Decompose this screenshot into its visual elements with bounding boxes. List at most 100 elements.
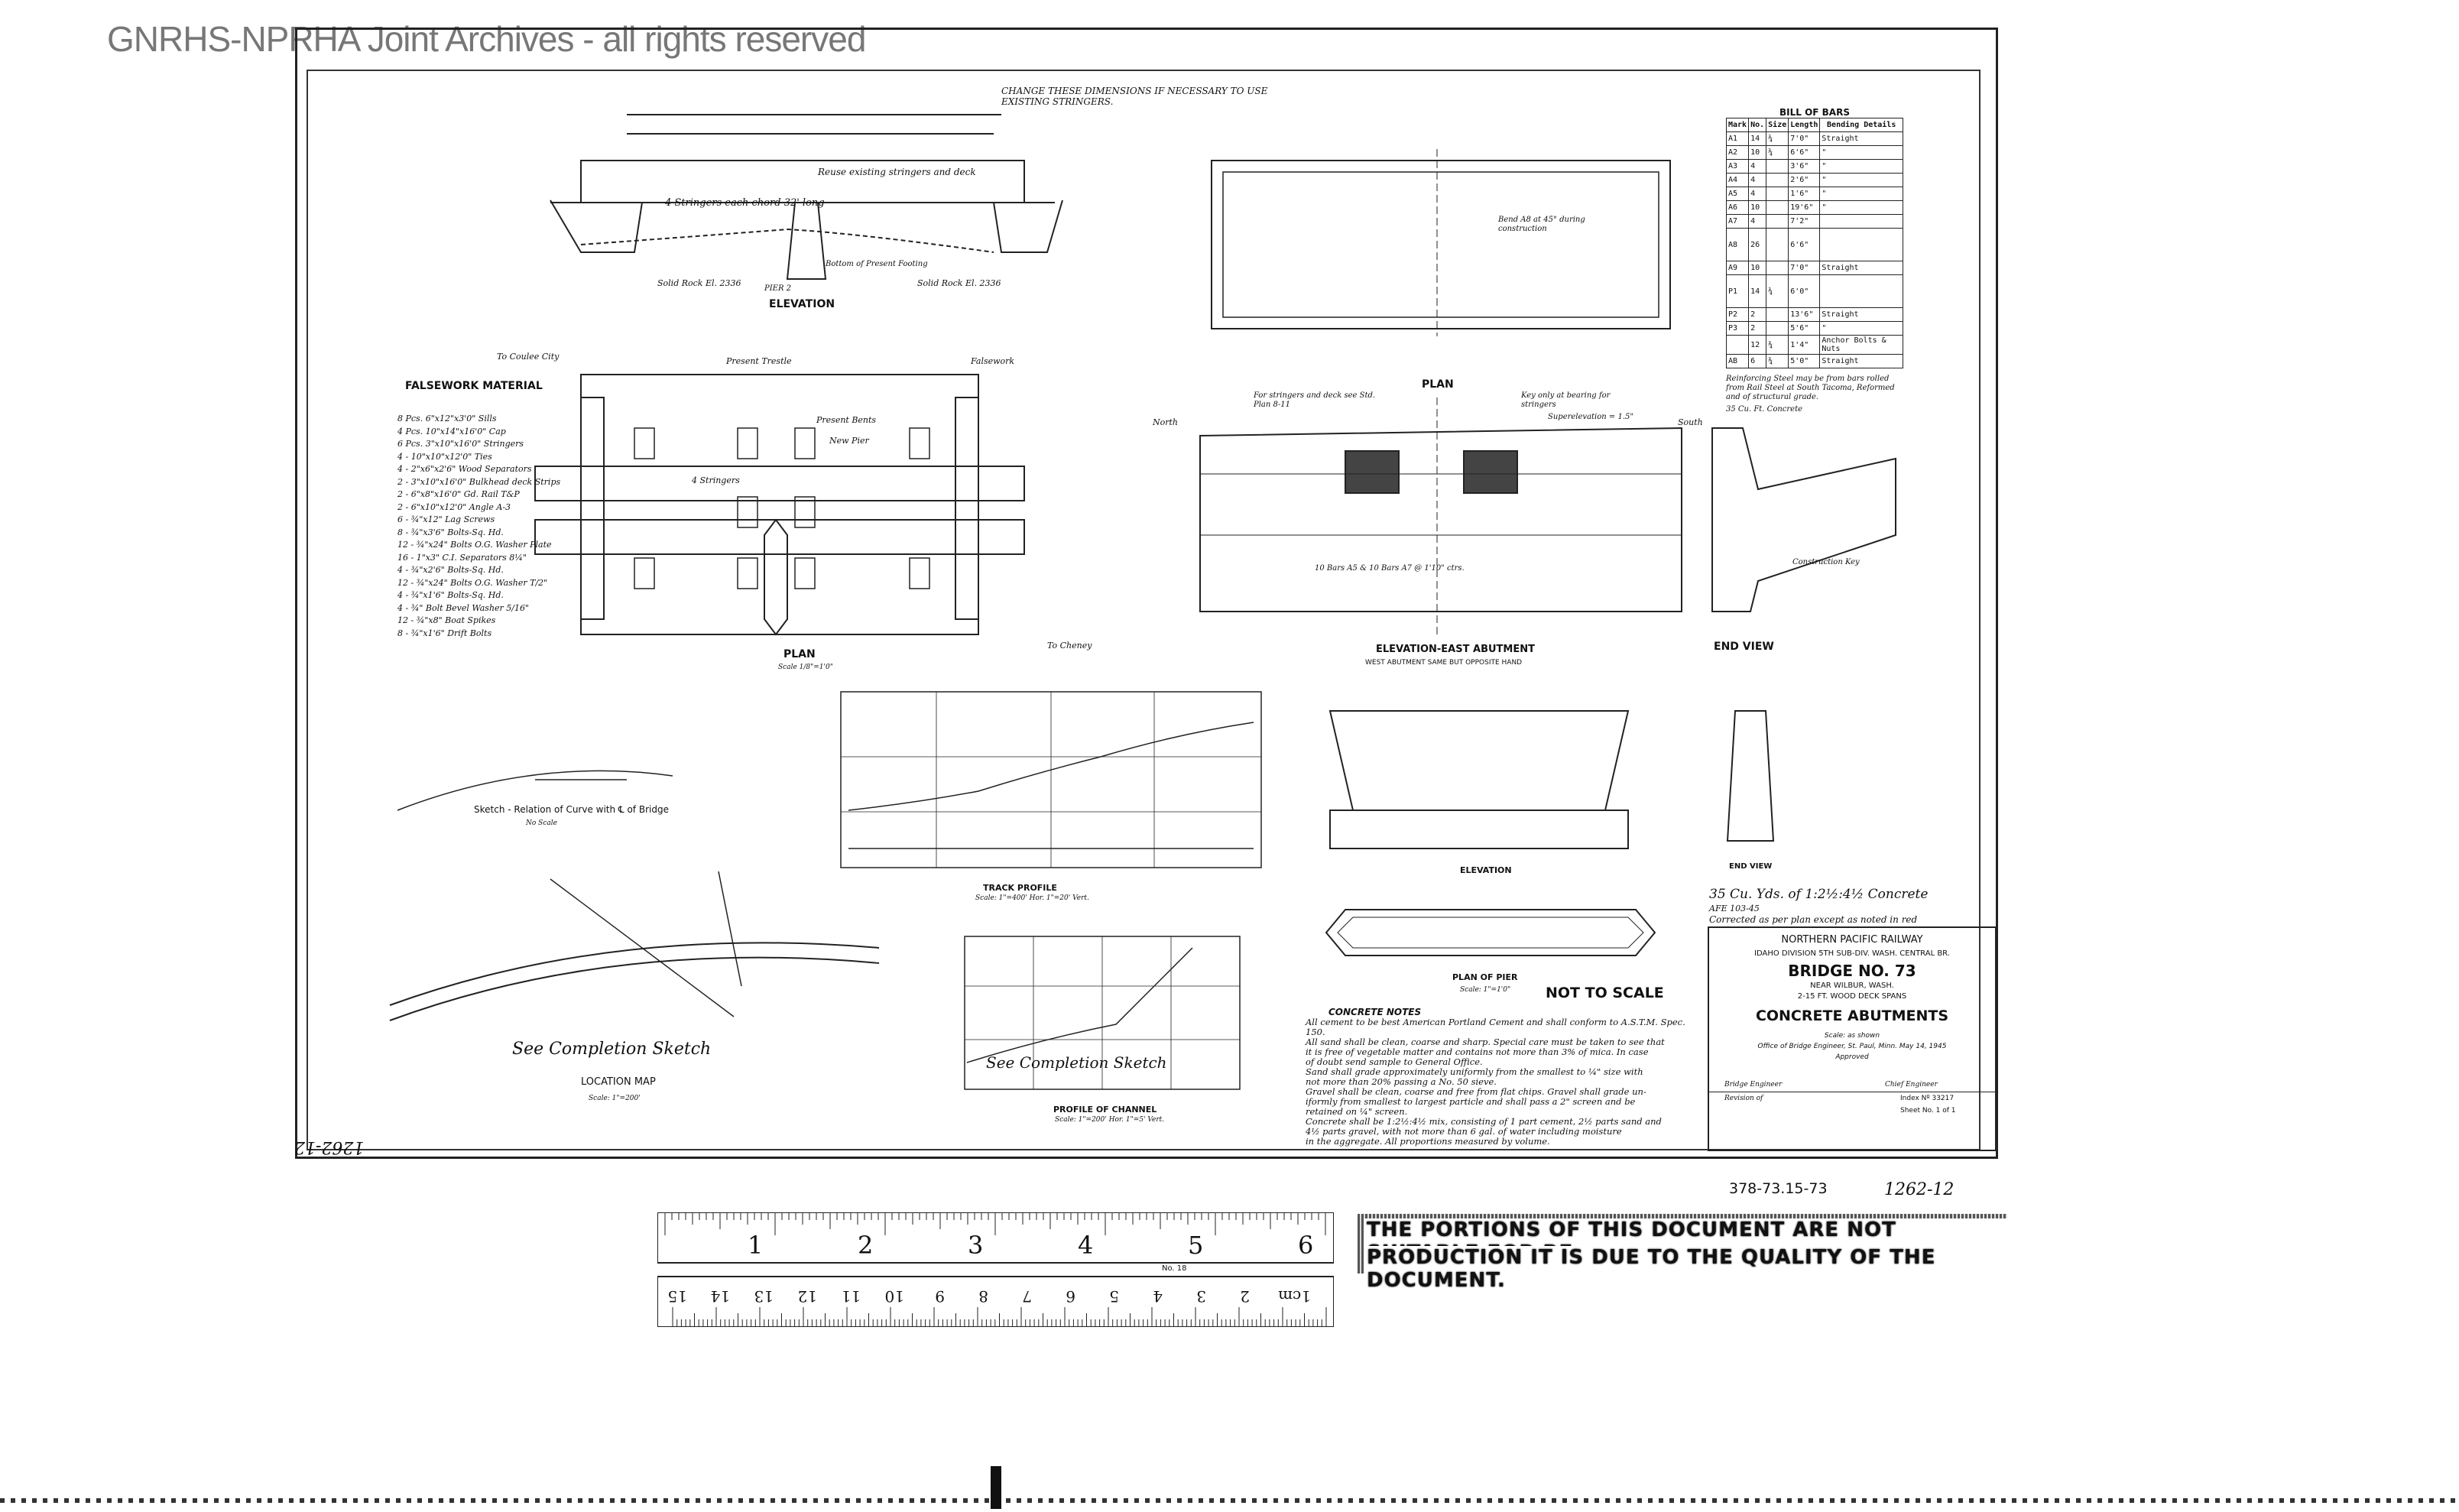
sheet-number: Sheet No. 1 of 1 [1900, 1107, 1956, 1115]
ruler-cm-6: 6 [1066, 1287, 1075, 1306]
bob-cell: 6'6" [1788, 145, 1821, 160]
north-label: North [1153, 417, 1179, 427]
scan-mark [991, 1466, 1001, 1509]
falsework-item: 4 - 2"x6"x2'6" Wood Separators [397, 464, 532, 474]
bob-cell: 2'6" [1788, 173, 1821, 187]
bob-cell: 7'0" [1788, 261, 1821, 275]
bob-cell: 12 [1748, 335, 1767, 355]
bob-cell: 6'6" [1788, 228, 1821, 261]
falsework-item: 2 - 6"x10"x12'0" Angle A-3 [397, 501, 511, 512]
bob-cell: A3 [1725, 159, 1750, 174]
bob-cell: 4 [1748, 187, 1767, 201]
bob-cell: A9 [1725, 261, 1750, 275]
bob-cell: ¾ [1766, 274, 1789, 308]
drawing-sheet [295, 28, 1998, 1159]
solid-rock-note-2: Solid Rock El. 2336 [917, 278, 1001, 288]
bob-cell [1819, 214, 1903, 229]
elevation-pier [786, 202, 827, 280]
bob-cell: 10 [1748, 145, 1767, 160]
note-line: retained on ¼" screen. [1306, 1106, 1408, 1117]
bob-cell [1766, 214, 1789, 229]
new-pier-label: New Pier [829, 436, 869, 446]
division-line: IDAHO DIVISION 5TH SUB-DIV. WASH. CENTRA… [1754, 949, 1950, 958]
bob-cell: A1 [1725, 131, 1750, 146]
approved-label: Approved [1835, 1053, 1869, 1061]
bridge-location: NEAR WILBUR, WASH. [1810, 982, 1894, 990]
change-dims-note: CHANGE THESE DIMENSIONS IF NECESSARY TO … [1001, 86, 1268, 107]
ruler-inch-6: 6 [1298, 1231, 1314, 1260]
location-map-title: LOCATION MAP [581, 1076, 656, 1088]
bob-cell: P2 [1725, 307, 1750, 322]
ruler-cm-3: 3 [1196, 1287, 1206, 1306]
ruler-inch-5: 5 [1188, 1231, 1204, 1260]
note-line: All cement to be best American Portland … [1306, 1017, 1685, 1037]
note-line: Concrete shall be 1:2½:4½ mix, consistin… [1306, 1116, 1662, 1127]
ruler-cm-7: 7 [1022, 1287, 1032, 1306]
falsework-plan-outline [580, 374, 979, 635]
bob-cell: 7'0" [1788, 131, 1821, 146]
chief-engineer-label: Chief Engineer [1885, 1081, 1938, 1089]
company-name: NORTHERN PACIFIC RAILWAY [1781, 934, 1923, 946]
reinforcing-note-2: 35 Cu. Ft. Concrete [1726, 405, 1803, 414]
bob-cell: Straight [1819, 354, 1903, 368]
bob-cell: " [1819, 159, 1903, 174]
bob-cell: 4 [1748, 173, 1767, 187]
ruler-cm-5: 5 [1109, 1287, 1119, 1306]
falsework-item: 8 - ¾"x3'6" Bolts-Sq. Hd. [397, 527, 504, 537]
revision-label: Revision of [1724, 1095, 1763, 1102]
bob-cell: 4 [1748, 159, 1767, 174]
bill-of-bars-title: BILL OF BARS [1779, 107, 1850, 118]
bob-cell [1766, 261, 1789, 275]
bob-cell: " [1819, 321, 1903, 336]
bob-header-bending: Bending Details [1819, 118, 1903, 132]
index-number: Index Nº 33217 [1900, 1095, 1955, 1102]
bob-cell: Anchor Bolts & Nuts [1819, 335, 1903, 355]
falsework-item: 6 - ¾"x12" Lag Screws [397, 514, 495, 524]
pier-elevation-title: ELEVATION [1460, 865, 1512, 875]
elevation-east-title: ELEVATION-EAST ABUTMENT [1376, 644, 1535, 655]
falsework-item: 4 - ¾"x1'6" Bolts-Sq. Hd. [397, 590, 504, 600]
falsework-item: 12 - ¾"x24" Bolts O.G. Washer T/2" [397, 577, 548, 588]
drawing-border [307, 70, 1981, 1150]
falsework-item: 12 - ¾"x24" Bolts O.G. Washer Plate [397, 540, 552, 550]
falsework-item: 6 Pcs. 3"x10"x16'0" Stringers [397, 439, 524, 449]
bob-cell [1725, 335, 1750, 355]
bob-cell [1819, 274, 1903, 308]
ruler-cm-9: 9 [935, 1287, 945, 1306]
location-map-track [389, 942, 880, 1006]
pier-plan [1325, 909, 1656, 956]
elevation-east-abutment [993, 200, 1063, 253]
bob-cell: 19'6" [1788, 200, 1821, 215]
end-view-title: END VIEW [1714, 641, 1774, 653]
concrete-quantity-note: 35 Cu. Yds. of 1:2½:4½ Concrete [1709, 887, 1929, 902]
new-pier-plan [764, 518, 788, 636]
see-completion-sketch-2: See Completion Sketch [986, 1053, 1167, 1072]
sketch-relation-scale: No Scale [526, 819, 557, 827]
corrected-note: Corrected as per plan except as noted in… [1709, 914, 1918, 925]
bob-cell: Straight [1819, 261, 1903, 275]
plan-of-pier-title: PLAN OF PIER [1452, 972, 1518, 982]
solid-rock-note-1: Solid Rock El. 2336 [657, 278, 741, 288]
office-line: Office of Bridge Engineer, St. Paul, Min… [1757, 1043, 1947, 1050]
bob-cell: 10 [1748, 200, 1767, 215]
falsework-item: 4 - 10"x10"x12'0" Ties [397, 451, 492, 462]
track-profile-title: TRACK PROFILE [983, 883, 1057, 893]
bob-cell: ¾ [1766, 354, 1789, 368]
see-completion-sketch-1: See Completion Sketch [512, 1040, 712, 1059]
key-only-note: Key only at bearing for stringers [1521, 391, 1611, 409]
falsework-item: 16 - 1"x3" C.I. Separators 8¼" [397, 552, 527, 563]
not-to-scale-label: NOT TO SCALE [1546, 985, 1664, 1001]
ruler-cm-12: 12 [797, 1287, 817, 1306]
note-line: iformly from smallest to largest particl… [1306, 1096, 1636, 1107]
falsework-item: 4 - ¾" Bolt Bevel Washer 5/16" [397, 602, 530, 613]
bob-cell: A4 [1725, 173, 1750, 187]
for-stringers-note: For stringers and deck see Std. Plan 8-1… [1254, 391, 1376, 409]
to-cheney-label: To Cheney [1047, 641, 1092, 651]
ruler-cm-2: 2 [1240, 1287, 1250, 1306]
bob-cell: " [1819, 173, 1903, 187]
